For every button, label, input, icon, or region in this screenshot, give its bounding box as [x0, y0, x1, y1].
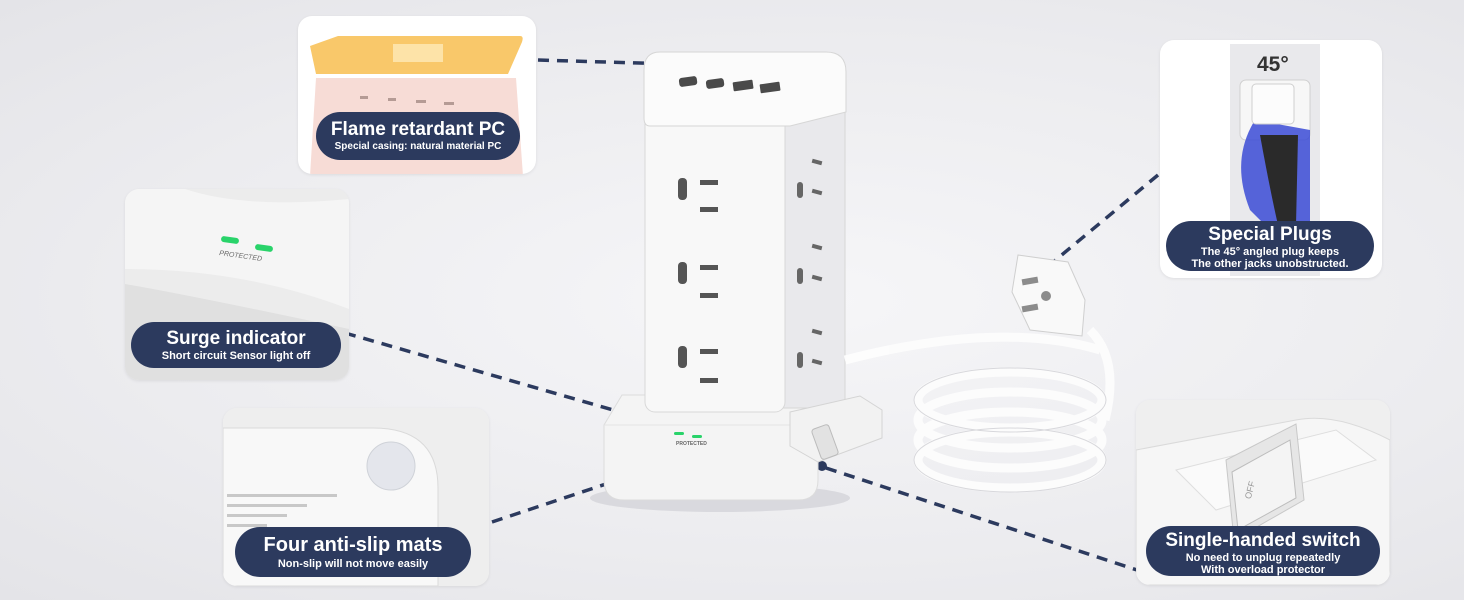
connector-mats — [491, 470, 643, 524]
surge-indicator-label: Surge indicator Short circuit Sensor lig… — [131, 322, 341, 368]
single-handed-switch-label: Single-handed switch No need to unplug r… — [1146, 526, 1380, 576]
connector-plugs — [1050, 173, 1160, 265]
base-indicator-label: PROTECTED — [676, 441, 707, 447]
flame-retardant-subtitle: Special casing: natural material PC — [334, 141, 502, 152]
connector-surge — [344, 331, 649, 422]
surge-indicator-subtitle: Short circuit Sensor light off — [161, 350, 311, 362]
surge-indicator-card: PROTECTED Surge indicator Short circuit … — [125, 189, 349, 380]
connector-switch — [825, 466, 1138, 572]
single-handed-switch-title: Single-handed switch — [1165, 530, 1361, 551]
anti-slip-mats-title: Four anti-slip mats — [263, 534, 443, 556]
surge-indicator-title: Surge indicator — [166, 328, 306, 349]
single-handed-switch-subtitle-line1: No need to unplug repeatedly — [1185, 552, 1341, 564]
single-handed-switch-subtitle-line2: With overload protector — [1201, 564, 1325, 576]
connector-dot-switch — [817, 461, 827, 471]
single-handed-switch-card: OFF Single-handed switch No need to unpl… — [1136, 400, 1390, 585]
special-plugs-title: Special Plugs — [1208, 224, 1332, 245]
plug-angle-label: 45° — [1257, 53, 1289, 76]
special-plugs-card: 45° Special Plugs The 45° angled plug ke… — [1160, 40, 1382, 278]
special-plugs-label: Special Plugs The 45° angled plug keeps … — [1166, 221, 1374, 271]
flame-retardant-card: Flame retardant PC Special casing: natur… — [298, 16, 536, 174]
anti-slip-mats-card: Four anti-slip mats Non-slip will not mo… — [223, 408, 489, 586]
anti-slip-mats-subtitle: Non-slip will not move easily — [277, 558, 429, 570]
special-plugs-subtitle-line1: The 45° angled plug keeps — [1200, 246, 1340, 258]
special-plugs-subtitle-line2: The other jacks unobstructed. — [1191, 258, 1349, 270]
flame-retardant-label: Flame retardant PC Special casing: natur… — [316, 112, 520, 160]
anti-slip-mats-label: Four anti-slip mats Non-slip will not mo… — [235, 527, 471, 577]
flame-retardant-title: Flame retardant PC — [330, 119, 506, 140]
